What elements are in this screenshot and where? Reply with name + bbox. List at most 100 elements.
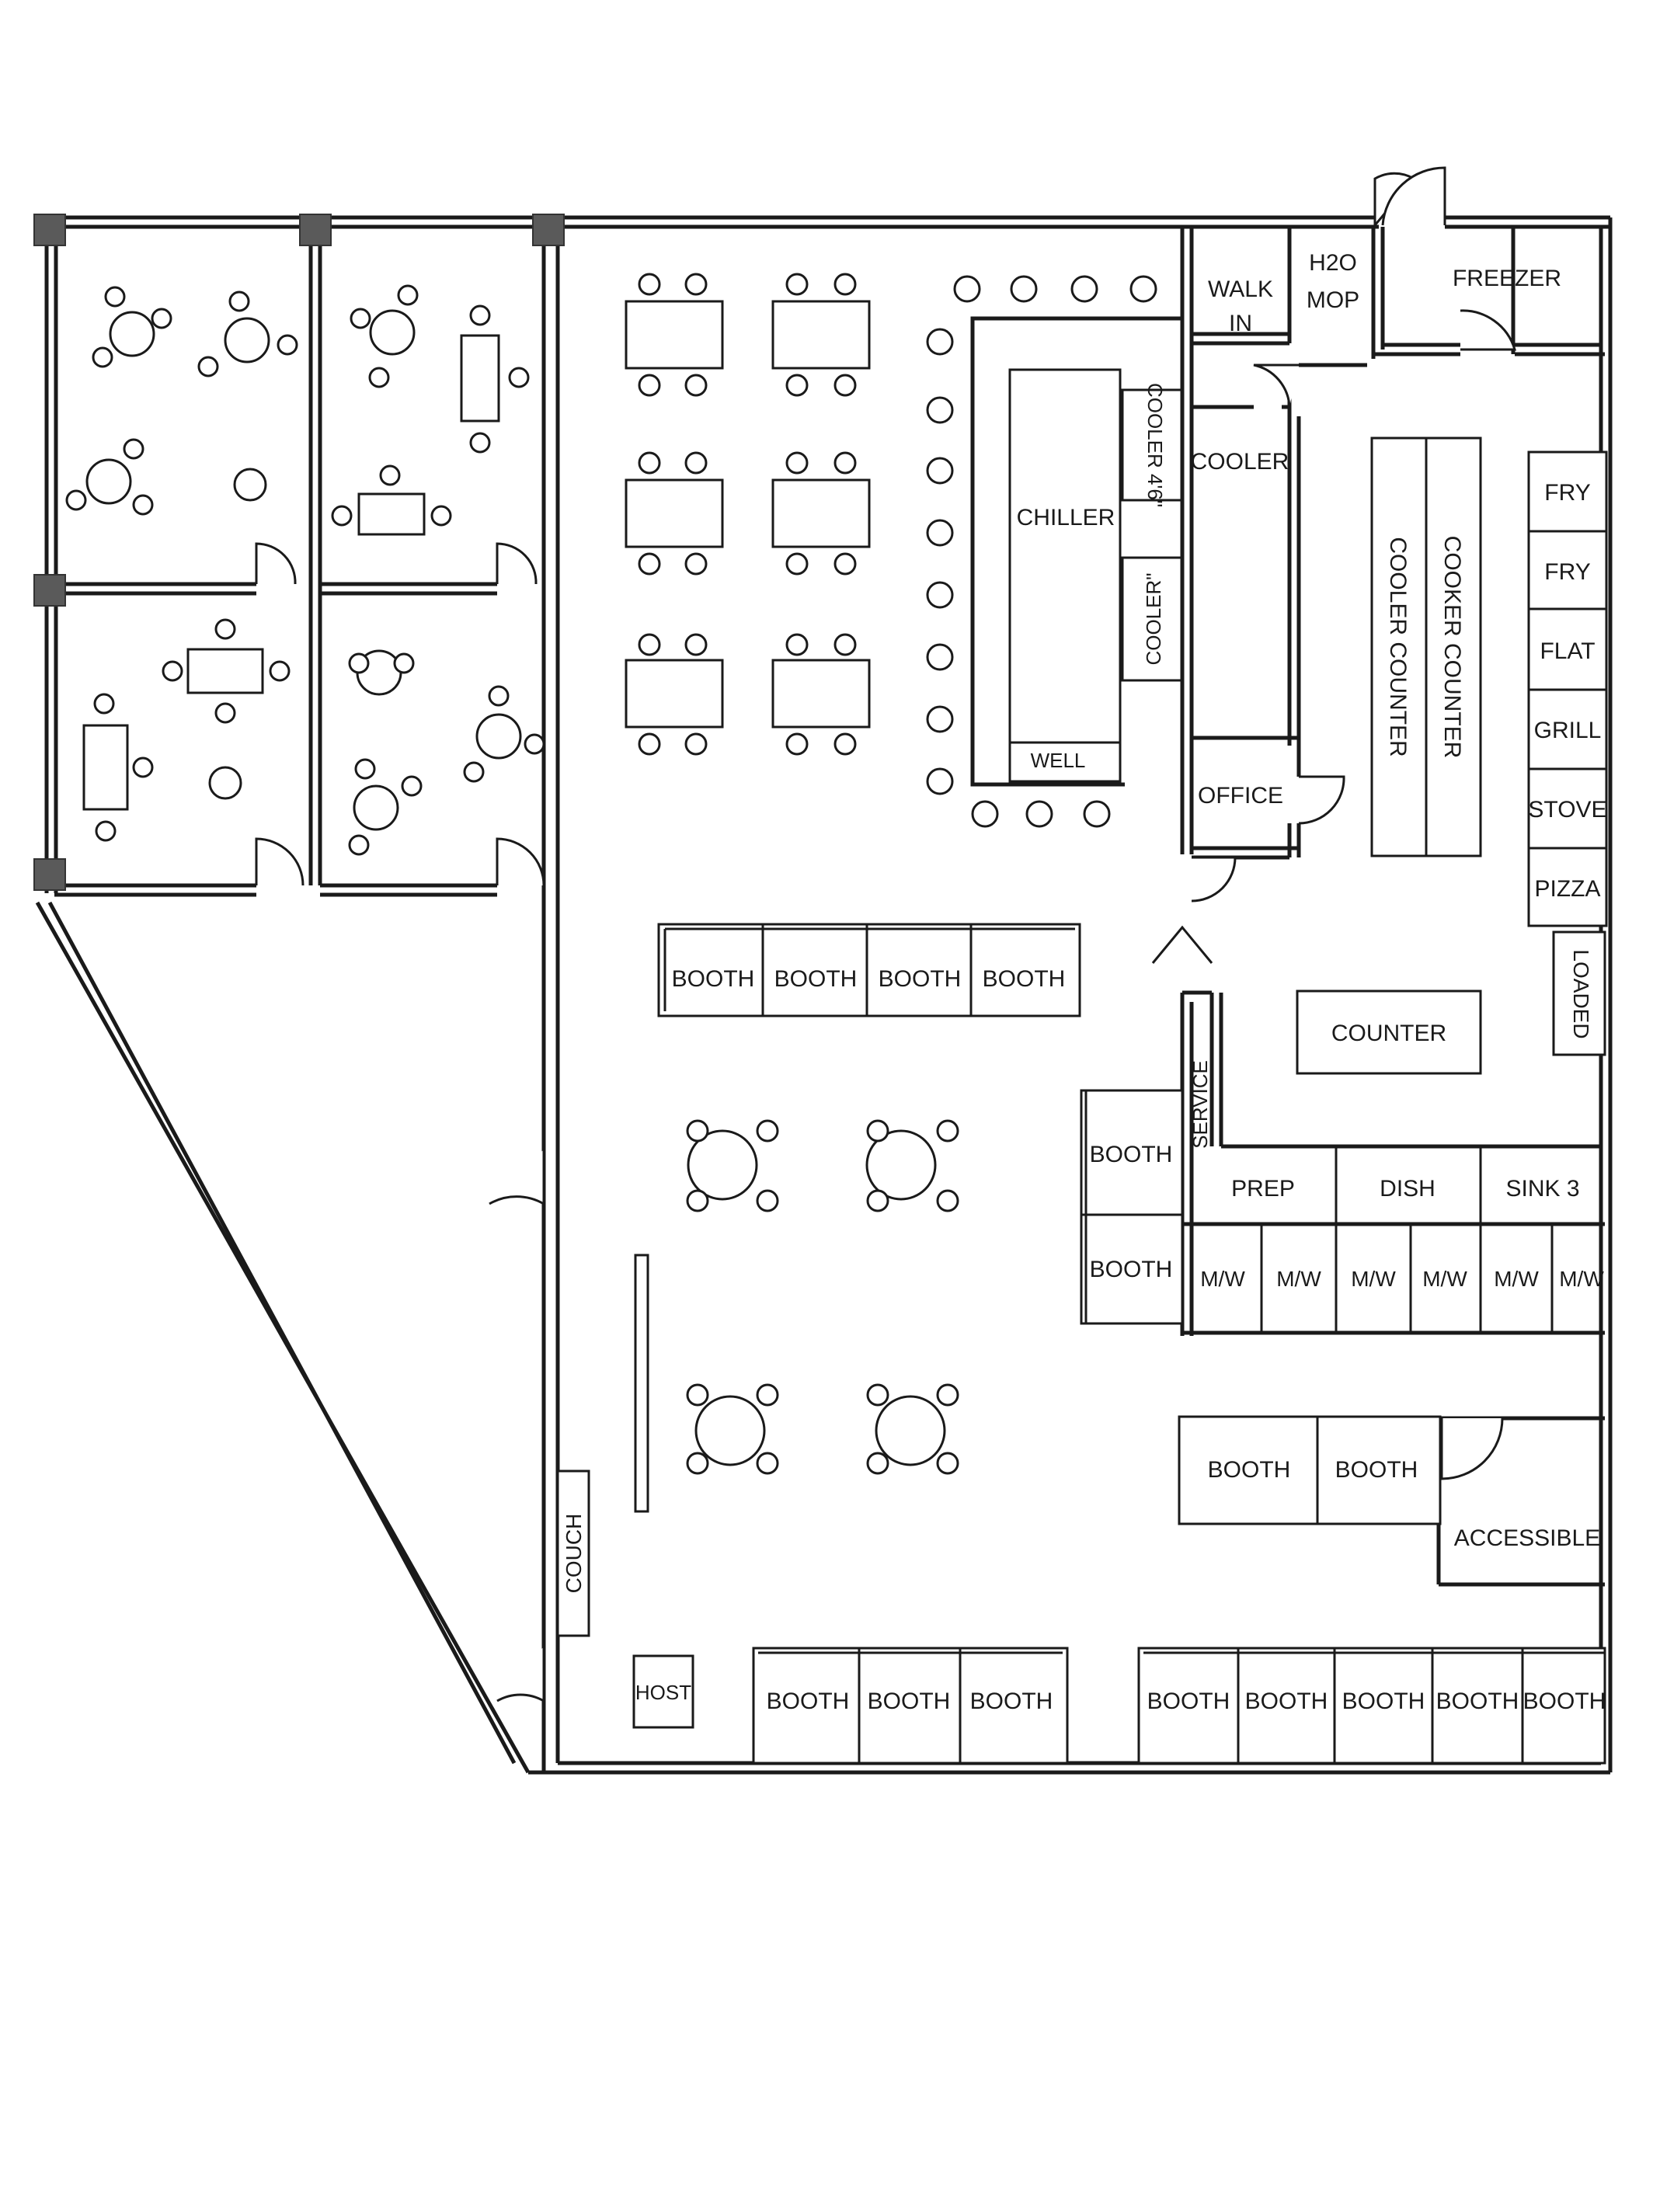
column-post bbox=[33, 858, 66, 891]
door[interactable] bbox=[1460, 309, 1517, 351]
booth-row-bottom-left: BOOTH BOOTH BOOTH bbox=[752, 1647, 1069, 1765]
office-label: OFFICE bbox=[1198, 783, 1283, 809]
round-table bbox=[865, 1119, 959, 1212]
door[interactable] bbox=[1253, 363, 1299, 408]
column-post bbox=[299, 214, 332, 246]
booth-row-bottom-right: BOOTH BOOTH BOOTH BOOTH BOOTH bbox=[1137, 1647, 1606, 1765]
office: OFFICE bbox=[1198, 783, 1283, 809]
bar-cooler: COOLER" bbox=[1121, 556, 1183, 682]
booth-label: BOOTH bbox=[879, 966, 962, 992]
door[interactable] bbox=[496, 837, 545, 886]
booth-label: BOOTH bbox=[1208, 1457, 1291, 1483]
service-station: SERVICE bbox=[1188, 1060, 1212, 1149]
booth-label: BOOTH bbox=[774, 966, 858, 992]
couch-label: COUCH bbox=[562, 1514, 586, 1594]
prep-dish-sink: PREP DISH SINK 3 M/W M/W M/W M/W M/W M/W bbox=[1182, 1146, 1605, 1335]
mw-label: M/W bbox=[1559, 1267, 1604, 1291]
booth-label: BOOTH bbox=[672, 966, 755, 992]
well: WELL bbox=[1008, 741, 1122, 783]
door[interactable] bbox=[1440, 1417, 1504, 1480]
column-post bbox=[532, 214, 565, 246]
rect-table bbox=[162, 618, 291, 724]
booth-column-service: BOOTH BOOTH bbox=[1080, 1089, 1184, 1325]
stove-label: STOVE bbox=[1528, 797, 1606, 823]
round-table bbox=[348, 758, 423, 856]
service-arrow bbox=[1151, 925, 1213, 964]
round-table bbox=[197, 290, 298, 377]
grill-label: GRILL bbox=[1534, 718, 1602, 743]
cooker-counter: COOKER COUNTER bbox=[1425, 436, 1482, 857]
booth-label: BOOTH bbox=[1335, 1457, 1418, 1483]
column-post bbox=[33, 214, 66, 246]
mw-label: M/W bbox=[1276, 1267, 1321, 1291]
bar-cooler-46: COOLER 4'6" bbox=[1121, 383, 1183, 507]
h2o-mop: H2O MOP bbox=[1307, 250, 1359, 313]
walk-in: WALK IN bbox=[1208, 276, 1273, 336]
walk-in-label-2: IN bbox=[1229, 311, 1252, 336]
bar-stools bbox=[926, 275, 1157, 828]
rect-table bbox=[82, 693, 154, 842]
dining-tables bbox=[625, 273, 871, 756]
booth-label: BOOTH bbox=[1245, 1689, 1328, 1714]
mw-label: M/W bbox=[1494, 1267, 1539, 1291]
door[interactable] bbox=[496, 1647, 545, 1703]
counter-label: COUNTER bbox=[1331, 1021, 1446, 1046]
cooler-room: COOLER bbox=[1191, 449, 1289, 475]
fry-label-1: FRY bbox=[1544, 480, 1590, 506]
round-table bbox=[233, 468, 267, 502]
round-table bbox=[92, 286, 172, 368]
dish-label: DISH bbox=[1380, 1176, 1436, 1202]
host-label: HOST bbox=[635, 1681, 691, 1704]
door[interactable] bbox=[496, 542, 538, 585]
host-stand: HOST bbox=[632, 1654, 694, 1729]
partition-wall bbox=[634, 1254, 649, 1513]
cooler-counter: COOLER COUNTER bbox=[1370, 436, 1428, 857]
booth-label: BOOTH bbox=[1523, 1689, 1606, 1714]
bar-cooler-label: COOLER" bbox=[1142, 572, 1165, 665]
counter: COUNTER bbox=[1296, 989, 1482, 1075]
bar-cooler-46-label: COOLER 4'6" bbox=[1143, 383, 1167, 507]
chiller: CHILLER bbox=[1008, 368, 1122, 744]
booth-label: BOOTH bbox=[868, 1689, 951, 1714]
door[interactable] bbox=[1381, 166, 1446, 226]
door[interactable] bbox=[255, 837, 304, 886]
round-table bbox=[65, 438, 154, 516]
round-table bbox=[463, 685, 545, 783]
booth-pair-right: BOOTH BOOTH bbox=[1178, 1415, 1442, 1525]
round-table bbox=[348, 649, 415, 696]
couch: COUCH bbox=[556, 1469, 590, 1637]
flat-label: FLAT bbox=[1540, 638, 1595, 664]
booth-label: BOOTH bbox=[1147, 1689, 1230, 1714]
door[interactable] bbox=[255, 542, 297, 585]
mw-label: M/W bbox=[1351, 1267, 1396, 1291]
round-table bbox=[686, 1119, 779, 1212]
mw-label: M/W bbox=[1200, 1267, 1245, 1291]
walk-in-label-1: WALK bbox=[1208, 276, 1273, 302]
accessible-label: ACCESSIBLE bbox=[1454, 1525, 1600, 1551]
door[interactable] bbox=[489, 1149, 545, 1206]
pizza-label: PIZZA bbox=[1534, 876, 1600, 902]
prep-label: PREP bbox=[1231, 1176, 1295, 1202]
door[interactable] bbox=[1298, 775, 1345, 825]
private-rooms bbox=[54, 227, 560, 1772]
cooking-line: FRY FRY FLAT GRILL STOVE PIZZA bbox=[1527, 450, 1608, 927]
round-table bbox=[866, 1383, 959, 1475]
mw-label: M/W bbox=[1422, 1267, 1467, 1291]
loaded-label: LOADED bbox=[1569, 949, 1593, 1038]
bar-counter bbox=[970, 316, 1182, 787]
cooker-counter-label: COOKER COUNTER bbox=[1439, 536, 1465, 759]
loaded-station: LOADED bbox=[1552, 930, 1606, 1056]
booth-label: BOOTH bbox=[970, 1689, 1053, 1714]
freezer-label: FREEZER bbox=[1453, 266, 1561, 291]
chiller-label: CHILLER bbox=[1017, 505, 1115, 530]
mop-label: MOP bbox=[1307, 287, 1359, 313]
column-post bbox=[33, 574, 66, 607]
door[interactable] bbox=[1191, 856, 1237, 903]
h2o-label: H2O bbox=[1309, 250, 1357, 276]
cooler-counter-label: COOLER COUNTER bbox=[1385, 537, 1411, 756]
rect-table bbox=[331, 464, 452, 536]
round-table bbox=[208, 766, 242, 800]
booth-label: BOOTH bbox=[767, 1689, 850, 1714]
cooler-label: COOLER bbox=[1191, 449, 1289, 475]
